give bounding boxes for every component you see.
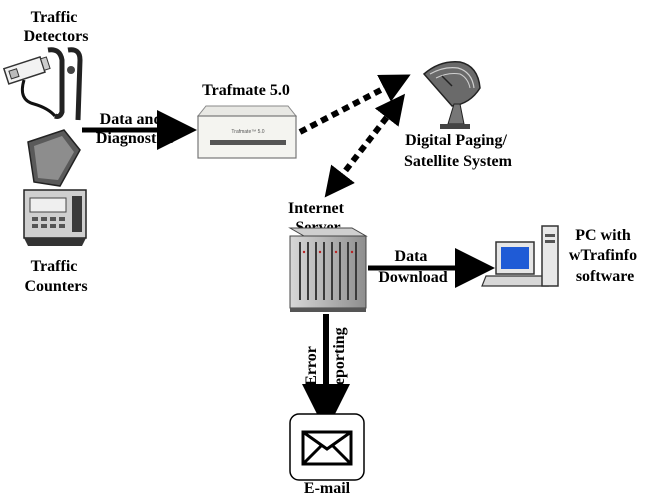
satellite-label: Digital Paging/ Satellite System bbox=[404, 132, 513, 170]
data-download-label: Data Download bbox=[378, 248, 447, 286]
email-label: E-mail bbox=[304, 480, 351, 495]
satellite-dish-icon bbox=[422, 61, 481, 129]
envelope-icon bbox=[289, 413, 365, 481]
trafmate-label: Trafmate 5.0 bbox=[202, 82, 290, 99]
data-diagnostics-label: Data and Diagnostics bbox=[96, 111, 174, 147]
trafmate-device-icon: Trafmate™ 5.0 bbox=[196, 105, 298, 159]
traffic-detector-icon bbox=[2, 47, 83, 121]
satellite-server-arrow bbox=[324, 93, 406, 198]
error-label: Error bbox=[303, 346, 320, 386]
svg-text:Trafmate™ 5.0: Trafmate™ 5.0 bbox=[231, 129, 264, 135]
traffic-detectors-label: Traffic Detectors bbox=[24, 9, 89, 45]
traffic-counters-label: Traffic Counters bbox=[24, 258, 87, 295]
desktop-pc-icon bbox=[481, 225, 559, 287]
trafmate-to-satellite-arrow bbox=[298, 74, 411, 135]
pc-screen bbox=[501, 247, 529, 269]
traffic-counter-icon bbox=[23, 129, 87, 246]
reporting-label: Reporting bbox=[331, 327, 348, 396]
pc-label: PC with wTrafinfo software bbox=[569, 227, 641, 285]
server-rack-icon bbox=[288, 227, 368, 312]
